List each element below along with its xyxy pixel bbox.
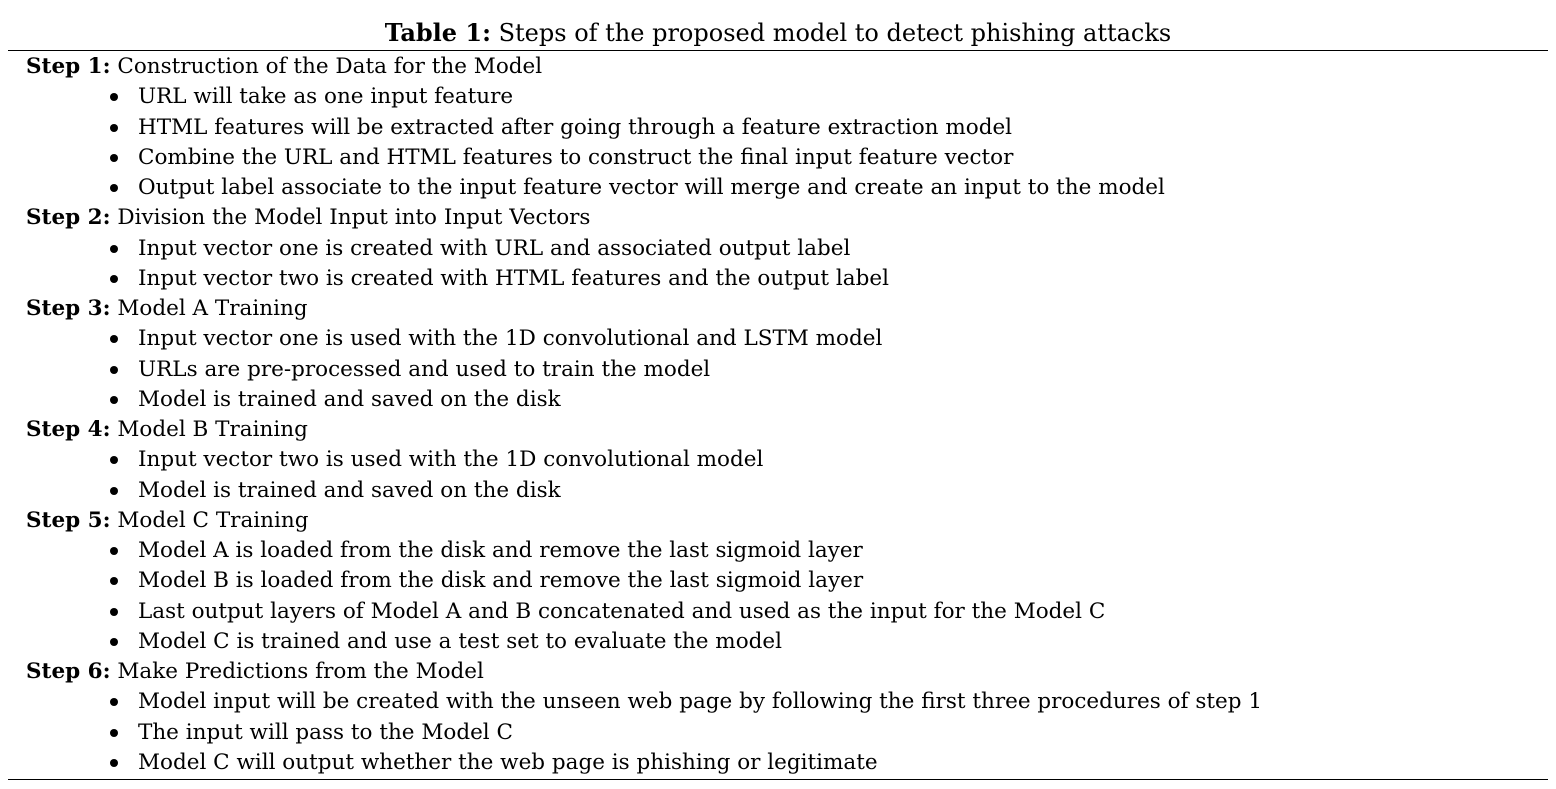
bullet-item: Model is trained and saved on the disk bbox=[26, 476, 1526, 506]
bullet-dot-icon bbox=[110, 365, 118, 374]
bullet-text: Combine the URL and HTML features to con… bbox=[138, 144, 1014, 170]
bullet-item: Output label associate to the input feat… bbox=[26, 173, 1526, 203]
table-top-rule bbox=[8, 50, 1548, 51]
step-heading: Step 6: Make Predictions from the Model bbox=[26, 657, 1526, 687]
bullet-dot-icon bbox=[110, 728, 118, 737]
table-caption: Table 1: Steps of the proposed model to … bbox=[0, 18, 1556, 48]
bullet-item: URL will take as one input feature bbox=[26, 82, 1526, 112]
step-label: Step 4: bbox=[26, 417, 111, 442]
step-title: Model C Training bbox=[110, 507, 309, 533]
bullet-dot-icon bbox=[110, 456, 118, 465]
bullet-dot-icon bbox=[110, 758, 118, 767]
bullet-dot-icon bbox=[110, 395, 118, 404]
step-title: Make Predictions from the Model bbox=[110, 659, 484, 684]
bullet-text: Input vector one is created with URL and… bbox=[138, 235, 851, 261]
table-bottom-rule bbox=[8, 779, 1548, 780]
bullet-dot-icon bbox=[110, 607, 118, 616]
bullet-dot-icon bbox=[110, 486, 118, 495]
step-heading: Step 4: Model B Training bbox=[26, 415, 1526, 445]
bullet-item: Last output layers of Model A and B conc… bbox=[26, 597, 1526, 627]
bullet-item: The input will pass to the Model C bbox=[26, 718, 1526, 748]
step-title: Model A Training bbox=[110, 296, 308, 321]
step-heading: Step 2: Division the Model Input into In… bbox=[26, 203, 1526, 233]
bullet-item: Model C is trained and use a test set to… bbox=[26, 627, 1526, 657]
steps-table: Step 1: Construction of the Data for the… bbox=[26, 52, 1526, 778]
bullet-item: Model B is loaded from the disk and remo… bbox=[26, 566, 1526, 596]
bullet-text: Input vector one is used with the 1D con… bbox=[138, 326, 883, 352]
bullet-text: Input vector two is created with HTML fe… bbox=[138, 265, 889, 291]
bullet-text: Input vector two is used with the 1D con… bbox=[138, 447, 764, 473]
bullet-text: URLs are pre-processed and used to train… bbox=[138, 356, 711, 382]
bullet-dot-icon bbox=[110, 123, 118, 132]
bullet-dot-icon bbox=[110, 274, 118, 283]
step-label: Step 3: bbox=[26, 296, 111, 321]
bullet-dot-icon bbox=[110, 335, 118, 344]
table-caption-label: Table 1: bbox=[384, 18, 491, 47]
bullet-dot-icon bbox=[110, 698, 118, 707]
step-label: Step 1: bbox=[26, 54, 111, 79]
bullet-text: URL will take as one input feature bbox=[138, 84, 514, 110]
bullet-item: Model input will be created with the uns… bbox=[26, 687, 1526, 717]
step-title: Model B Training bbox=[110, 417, 308, 442]
bullet-dot-icon bbox=[110, 577, 118, 586]
step-heading: Step 3: Model A Training bbox=[26, 294, 1526, 324]
bullet-text: Model is trained and saved on the disk bbox=[138, 477, 561, 503]
bullet-item: Input vector one is used with the 1D con… bbox=[26, 324, 1526, 354]
bullet-dot-icon bbox=[110, 153, 118, 162]
step-heading: Step 1: Construction of the Data for the… bbox=[26, 52, 1526, 82]
bullet-item: URLs are pre-processed and used to train… bbox=[26, 355, 1526, 385]
bullet-dot-icon bbox=[110, 184, 118, 193]
bullet-text: Model A is loaded from the disk and remo… bbox=[138, 538, 863, 563]
bullet-dot-icon bbox=[110, 244, 118, 253]
bullet-dot-icon bbox=[110, 547, 118, 556]
bullet-item: Combine the URL and HTML features to con… bbox=[26, 143, 1526, 173]
bullet-item: HTML features will be extracted after go… bbox=[26, 113, 1526, 143]
bullet-text: Model B is loaded from the disk and remo… bbox=[138, 568, 864, 594]
bullet-text: Model input will be created with the uns… bbox=[138, 689, 1263, 715]
step-label: Step 2: bbox=[26, 205, 111, 231]
bullet-text: Output label associate to the input feat… bbox=[138, 175, 1165, 200]
table-caption-text: Steps of the proposed model to detect ph… bbox=[490, 19, 1172, 47]
bullet-text: Model C is trained and use a test set to… bbox=[138, 628, 783, 654]
bullet-text: Last output layers of Model A and B conc… bbox=[138, 598, 1106, 624]
step-title: Construction of the Data for the Model bbox=[110, 54, 543, 79]
step-heading: Step 5: Model C Training bbox=[26, 506, 1526, 536]
bullet-dot-icon bbox=[110, 637, 118, 646]
bullet-text: HTML features will be extracted after go… bbox=[138, 114, 1013, 140]
bullet-item: Input vector two is created with HTML fe… bbox=[26, 264, 1526, 294]
bullet-item: Model A is loaded from the disk and remo… bbox=[26, 536, 1526, 566]
step-label: Step 6: bbox=[26, 659, 111, 684]
step-label: Step 5: bbox=[26, 507, 111, 533]
bullet-text: The input will pass to the Model C bbox=[138, 719, 513, 745]
bullet-item: Model C will output whether the web page… bbox=[26, 748, 1526, 778]
bullet-item: Model is trained and saved on the disk bbox=[26, 385, 1526, 415]
bullet-item: Input vector two is used with the 1D con… bbox=[26, 445, 1526, 475]
bullet-dot-icon bbox=[110, 93, 118, 102]
bullet-text: Model C will output whether the web page… bbox=[138, 749, 878, 775]
bullet-item: Input vector one is created with URL and… bbox=[26, 234, 1526, 264]
step-title: Division the Model Input into Input Vect… bbox=[110, 205, 591, 231]
bullet-text: Model is trained and saved on the disk bbox=[138, 386, 561, 412]
